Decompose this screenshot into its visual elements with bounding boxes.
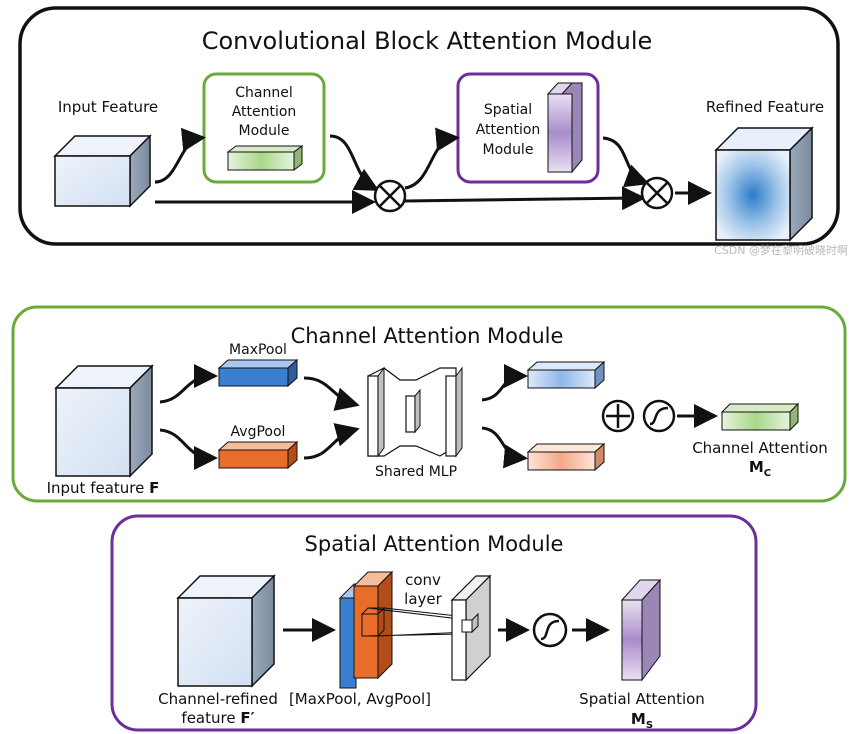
arrow-spatial-to-mult2 xyxy=(602,136,650,188)
pool-label: [MaxPool, AvgPool] xyxy=(289,690,431,708)
spatial-input-label-line1: Channel-refined xyxy=(158,690,278,708)
mlp-output-maxpool-bar xyxy=(526,360,606,390)
arrow-input-to-channel xyxy=(154,127,206,184)
channel-attention-output-bar xyxy=(720,402,800,432)
input-feature-cube xyxy=(53,134,152,208)
channel-input-cube xyxy=(54,364,154,478)
shared-mlp xyxy=(367,366,463,458)
avgpool-label: AvgPool xyxy=(231,424,286,440)
channel-output-label: Channel Attention xyxy=(692,439,828,457)
sigmoid-node xyxy=(642,399,676,433)
arrow-maxpool-to-mlp xyxy=(303,376,360,411)
conv-label-line1: conv xyxy=(405,571,441,589)
channel-attention-bar xyxy=(226,145,304,171)
maxpool-bar xyxy=(217,358,299,388)
channel-box-line3: Module xyxy=(239,123,290,139)
arrow-mlp-to-peach xyxy=(481,426,528,469)
spatial-module-border xyxy=(110,514,758,732)
channel-box-line2: Attention xyxy=(232,104,297,120)
channel-attention-module: Channel Attention Module Input feature F… xyxy=(11,305,847,503)
arrow-channel-to-mult1 xyxy=(329,134,380,191)
spatial-attention-module: Spatial Attention Module Channel-refined… xyxy=(110,514,758,732)
conv-projection xyxy=(361,607,477,637)
spatial-box-line3: Module xyxy=(483,142,534,158)
spatial-output-symbol: MS xyxy=(631,710,653,731)
watermark: CSDN @梦在黎明破晓时啊 xyxy=(714,243,848,257)
pooled-maps xyxy=(338,570,394,689)
spatial-box-line2: Attention xyxy=(476,122,541,138)
maxpool-label: MaxPool xyxy=(229,342,287,358)
conv-layer-slab xyxy=(450,574,492,682)
mlp-label: Shared MLP xyxy=(375,464,457,480)
input-feature-label: Input Feature xyxy=(58,98,158,116)
spatial-sigmoid-node xyxy=(532,612,568,648)
cbam-title: Convolutional Block Attention Module xyxy=(202,27,653,55)
cbam-overview: Convolutional Block Attention Module Inp… xyxy=(18,6,848,257)
arrow-mult1-to-mult2 xyxy=(404,186,646,211)
channel-box-line1: Channel xyxy=(235,85,292,101)
arrow-input-to-maxpool xyxy=(159,364,218,404)
mlp-output-avgpool-bar xyxy=(526,442,606,472)
channel-module-title: Channel Attention Module xyxy=(291,324,564,348)
arrow-mlp-to-blue xyxy=(481,364,528,402)
arrow-input-to-avgpool xyxy=(159,428,218,470)
refined-feature-cube xyxy=(714,126,814,242)
arrow-mult1-to-spatial xyxy=(404,127,460,190)
spatial-output-label: Spatial Attention xyxy=(579,690,705,708)
spatial-input-cube xyxy=(176,574,276,688)
channel-input-label: Input feature F xyxy=(47,479,160,497)
avgpool-bar xyxy=(217,440,299,470)
spatial-input-label-line2: feature F′ xyxy=(181,709,254,727)
spatial-attention-output-slab xyxy=(620,578,662,682)
spatial-box-line1: Spatial xyxy=(484,102,532,118)
conv-label-line2: layer xyxy=(404,590,442,608)
refined-feature-label: Refined Feature xyxy=(706,98,824,116)
spatial-attention-slab xyxy=(546,82,584,174)
arrow-avgpool-to-mlp xyxy=(303,423,360,460)
channel-output-symbol: MC xyxy=(749,458,771,479)
spatial-module-title: Spatial Attention Module xyxy=(305,532,564,556)
